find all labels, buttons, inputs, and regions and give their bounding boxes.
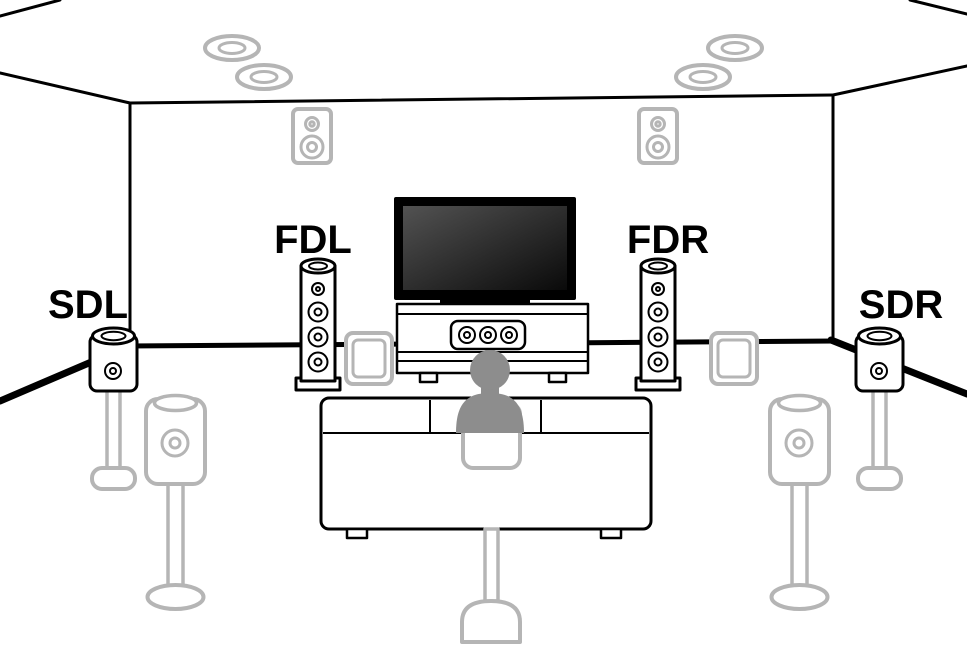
speaker-stand-pole <box>483 527 500 604</box>
tweeter-icon <box>651 282 665 296</box>
surround-dolby-right-speaker <box>854 326 905 491</box>
sofa-foot <box>599 527 623 540</box>
subwoofer-right <box>709 331 759 386</box>
upfiring-driver-icon <box>299 257 337 275</box>
speaker-stand-pole <box>790 482 809 590</box>
speaker-stand-pole <box>166 482 185 590</box>
tv-stand <box>440 298 530 307</box>
label-sdl: SDL <box>48 283 128 327</box>
label-sdr: SDR <box>859 283 944 327</box>
front-height-speaker-right <box>637 107 679 165</box>
upfiring-driver-icon <box>91 326 136 346</box>
cabinet-foot <box>418 371 439 384</box>
surround-speaker-left <box>144 393 207 611</box>
upfiring-driver-icon <box>639 257 677 275</box>
surround-dolby-left-speaker <box>88 326 139 491</box>
front-dolby-left-speaker <box>294 257 342 392</box>
ceiling-speaker-icon <box>706 34 764 62</box>
center-speaker <box>449 319 527 351</box>
left-wall-top-line <box>0 71 132 105</box>
ceiling-speaker-pair-left <box>203 34 293 91</box>
ceiling-corner-right-line <box>908 0 967 16</box>
speaker-stand-pole <box>105 388 122 472</box>
woofer-icon <box>307 351 329 373</box>
speaker-stand-base <box>145 583 206 611</box>
upfiring-driver-icon <box>857 326 902 346</box>
back-wall-top-line <box>128 93 835 105</box>
woofer-icon <box>307 326 329 348</box>
right-wall-top-line <box>831 64 967 97</box>
surround-back-speaker-stand <box>460 527 522 644</box>
tv <box>394 197 576 307</box>
front-height-speaker-left <box>291 107 333 165</box>
listener <box>456 350 524 433</box>
listener-head <box>470 350 510 390</box>
speaker-stand-base <box>460 599 522 644</box>
ceiling-corner-left-line <box>0 0 62 18</box>
ceiling-speaker-pair-right <box>674 34 764 91</box>
label-fdr: FDR <box>627 218 709 262</box>
tweeter-icon <box>311 282 325 296</box>
tv-screen <box>403 206 567 290</box>
woofer-icon <box>307 301 329 323</box>
sofa-foot <box>345 527 369 540</box>
surround-speaker-right <box>768 393 831 611</box>
speaker-stand-base <box>90 466 137 491</box>
speaker-stand-base <box>769 583 830 611</box>
woofer-icon <box>647 301 669 323</box>
ceiling-speaker-icon <box>203 34 261 62</box>
listener-torso <box>456 393 524 433</box>
cabinet-foot <box>547 371 568 384</box>
front-dolby-right-speaker <box>634 257 682 392</box>
ceiling-speaker-icon <box>674 63 732 91</box>
label-fdl: FDL <box>274 218 352 262</box>
woofer-icon <box>647 326 669 348</box>
subwoofer-left <box>344 331 394 386</box>
speaker-stand-base <box>856 466 903 491</box>
ceiling-speaker-icon <box>235 63 293 91</box>
speaker-stand-pole <box>871 388 888 472</box>
woofer-icon <box>647 351 669 373</box>
